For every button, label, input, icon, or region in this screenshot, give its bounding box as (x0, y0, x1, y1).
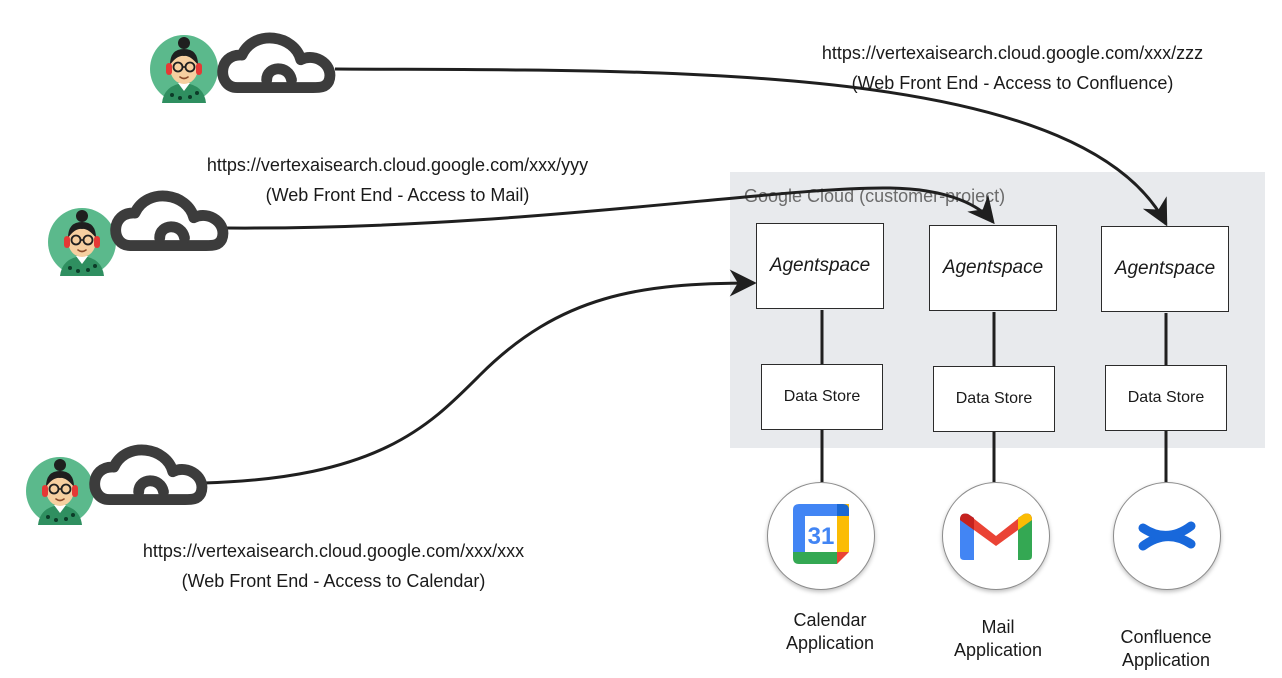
calendar-app-icon: 31 (767, 482, 875, 590)
url-text-mail: https://vertexaisearch.cloud.google.com/… (206, 155, 589, 175)
calendar-app-label: Calendar Application (770, 609, 890, 655)
svg-text:31: 31 (807, 523, 834, 550)
agentspace-mail: Agentspace (929, 225, 1057, 311)
url-label-calendar: https://vertexaisearch.cloud.google.com/… (91, 536, 576, 596)
mail-app-label: Mail Application (938, 616, 1058, 662)
user-avatar-icon-confluence (149, 34, 219, 104)
data-store-calendar: Data Store (761, 364, 883, 430)
arrow-user-mail (225, 186, 995, 230)
data-store-mail: Data Store (933, 366, 1055, 432)
arrow-user-calendar (203, 269, 757, 485)
url-label-confluence: https://vertexaisearch.cloud.google.com/… (770, 38, 1255, 98)
gmail-app-icon (942, 482, 1050, 590)
mail-app-name: Mail (981, 617, 1015, 637)
confluence-app-name: Confluence (1120, 627, 1212, 647)
url-text-calendar: https://vertexaisearch.cloud.google.com/… (142, 541, 525, 561)
url-description-mail: (Web Front End - Access to Mail) (265, 185, 530, 205)
user-avatar-icon-calendar (25, 456, 95, 526)
arrow-user-confluence (334, 67, 1168, 227)
agentspace-confluence: Agentspace (1101, 226, 1229, 312)
data-store-confluence: Data Store (1105, 365, 1227, 431)
confluence-app-type: Application (1121, 650, 1211, 670)
agentspace-calendar: Agentspace (756, 223, 884, 309)
url-label-mail: https://vertexaisearch.cloud.google.com/… (155, 150, 640, 210)
cloud-icon-confluence (223, 38, 330, 88)
confluence-app-label: Confluence Application (1106, 626, 1226, 672)
cloud-icon-calendar (95, 450, 202, 500)
mail-app-type: Application (953, 640, 1043, 660)
url-description-calendar: (Web Front End - Access to Calendar) (181, 571, 486, 591)
confluence-app-icon (1113, 482, 1221, 590)
url-text-confluence: https://vertexaisearch.cloud.google.com/… (821, 43, 1204, 63)
calendar-app-type: Application (785, 633, 875, 653)
calendar-app-name: Calendar (793, 610, 867, 630)
user-avatar-icon-mail (47, 207, 117, 277)
url-description-confluence: (Web Front End - Access to Confluence) (851, 73, 1174, 93)
